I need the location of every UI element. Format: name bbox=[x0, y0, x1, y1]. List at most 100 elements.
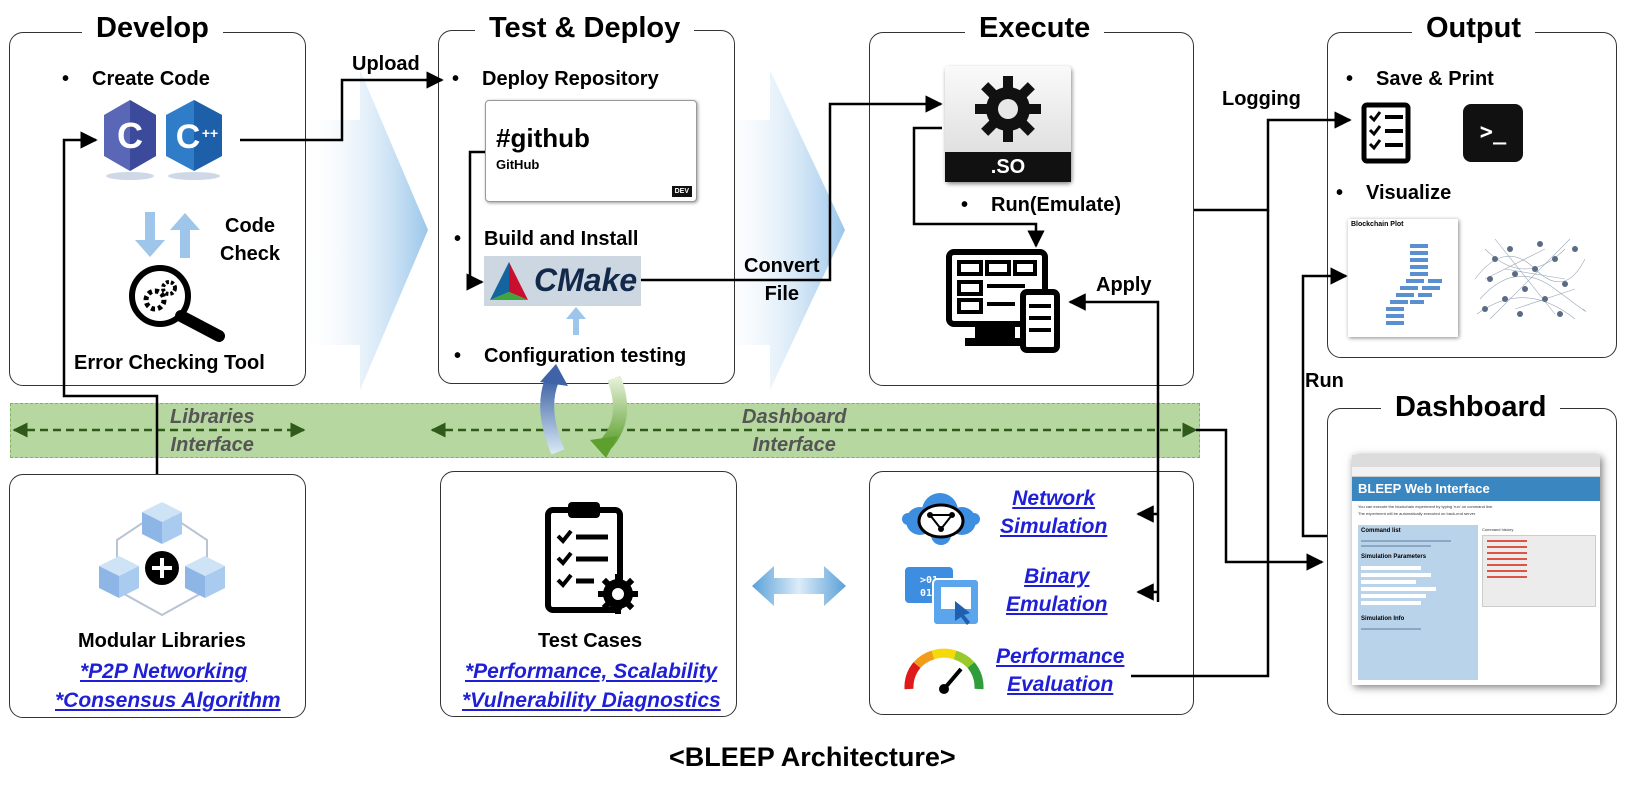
run-label: Run bbox=[1305, 370, 1344, 392]
libraries-to-code-line bbox=[62, 131, 159, 474]
network-cloud-icon bbox=[902, 493, 980, 545]
github-to-cmake-line bbox=[466, 150, 485, 291]
flow-arrow-develop-to-deploy bbox=[300, 70, 428, 390]
web-interface-screenshot: BLEEP Web Interface You can execute the … bbox=[1352, 455, 1600, 685]
logging-label: Logging bbox=[1222, 88, 1301, 110]
network-graph-thumbnail bbox=[1465, 219, 1591, 337]
web-line bbox=[1361, 540, 1451, 542]
convert-file-label: Convert File bbox=[744, 255, 820, 305]
svg-text:C: C bbox=[176, 118, 201, 156]
test-up-arrowhead bbox=[540, 364, 568, 386]
performance-gauge-icon bbox=[904, 648, 984, 694]
bidirectional-arrow bbox=[752, 566, 846, 606]
error-checking-magnifier-icon bbox=[129, 265, 225, 342]
config-up-arrow bbox=[566, 307, 586, 335]
web-sim-params: Simulation Parameters bbox=[1361, 554, 1427, 560]
build-install-label: Build and Install bbox=[454, 228, 639, 251]
cmake-logo: CMake bbox=[484, 256, 641, 306]
code-check-arrows bbox=[135, 212, 200, 258]
dashboard-title: Dashboard bbox=[1381, 391, 1561, 424]
web-title: BLEEP Web Interface bbox=[1352, 477, 1600, 501]
web-sim-info: Simulation Info bbox=[1361, 616, 1405, 622]
consensus-algorithm-link[interactable]: *Consensus Algorithm bbox=[55, 689, 281, 712]
computer-monitor-icon bbox=[946, 249, 1060, 353]
web-field bbox=[1361, 594, 1426, 598]
gear-icon bbox=[975, 76, 1041, 142]
run-line bbox=[1301, 267, 1348, 538]
error-checking-tool-label: Error Checking Tool bbox=[74, 352, 265, 374]
figure-caption: <BLEEP Architecture> bbox=[669, 742, 956, 772]
visualize-label: Visualize bbox=[1336, 182, 1451, 205]
test-deploy-title: Test & Deploy bbox=[475, 12, 695, 45]
browser-tab-bar bbox=[1352, 455, 1600, 467]
web-command-list: Command list bbox=[1361, 528, 1401, 534]
test-up-arrow bbox=[540, 377, 565, 455]
performance-to-output-line bbox=[1131, 210, 1270, 678]
web-field bbox=[1361, 566, 1421, 570]
interface-to-dashboard-line bbox=[1196, 428, 1324, 571]
apply-label: Apply bbox=[1096, 274, 1152, 296]
web-history-row bbox=[1487, 558, 1527, 560]
develop-title: Develop bbox=[82, 12, 223, 45]
web-history-row bbox=[1487, 540, 1527, 542]
run-emulate-line bbox=[912, 126, 1045, 248]
checklist-icon bbox=[1361, 102, 1411, 164]
upload-line bbox=[240, 71, 444, 142]
dev-badge: DEV bbox=[671, 186, 692, 197]
network-simulation-link[interactable]: Network Simulation bbox=[1000, 487, 1108, 538]
web-history-row bbox=[1487, 546, 1527, 548]
web-field bbox=[1361, 573, 1431, 577]
convert-file-line bbox=[641, 95, 943, 282]
develop-panel bbox=[9, 32, 306, 386]
so-file-icon: .SO bbox=[945, 66, 1071, 182]
cmake-triangle-icon bbox=[490, 262, 528, 300]
deploy-repository-label: Deploy Repository bbox=[452, 68, 659, 91]
blockchain-plot-marks bbox=[1386, 244, 1442, 325]
cpp-language-icon: C ++ bbox=[166, 100, 222, 180]
vulnerability-diagnostics-link[interactable]: *Vulnerability Diagnostics bbox=[462, 689, 721, 712]
run-emulate-label: Run(Emulate) bbox=[961, 194, 1121, 217]
performance-evaluation-link[interactable]: Performance Evaluation bbox=[996, 645, 1125, 696]
github-tag: #github bbox=[496, 123, 590, 153]
output-title: Output bbox=[1412, 12, 1536, 45]
web-intro: You can execute the blockchain experimen… bbox=[1358, 504, 1494, 509]
plot-title: Blockchain Plot bbox=[1351, 221, 1404, 228]
binary-emulation-link[interactable]: Binary Emulation bbox=[1006, 565, 1108, 616]
binary-emulation-icon: >01 010 bbox=[905, 567, 980, 626]
cmake-text: CMake bbox=[534, 262, 638, 298]
browser-address-bar bbox=[1352, 467, 1600, 477]
test-cases-clipboard-icon bbox=[545, 502, 638, 614]
web-field bbox=[1361, 587, 1436, 591]
save-print-label: Save & Print bbox=[1346, 68, 1494, 91]
configuration-testing-label: Configuration testing bbox=[454, 345, 686, 368]
apply-line bbox=[1068, 293, 1160, 602]
web-history-row bbox=[1487, 570, 1527, 572]
web-history-row bbox=[1487, 564, 1527, 566]
web-history-row bbox=[1487, 552, 1527, 554]
logging-line bbox=[1194, 111, 1352, 212]
web-line bbox=[1361, 628, 1421, 630]
modular-libraries-cubes-icon bbox=[99, 502, 225, 617]
web-field bbox=[1361, 580, 1416, 584]
test-cases-title: Test Cases bbox=[538, 630, 643, 652]
github-card: #github GitHub DEV bbox=[485, 100, 697, 202]
web-command-history: Command history bbox=[1482, 527, 1514, 532]
web-history-panel bbox=[1482, 535, 1596, 607]
web-history-row bbox=[1487, 576, 1527, 578]
test-down-arrow bbox=[598, 375, 627, 451]
web-intro2: The experiment will be automatically exe… bbox=[1358, 511, 1477, 516]
c-language-icon: C bbox=[104, 100, 156, 180]
upload-label: Upload bbox=[352, 53, 420, 75]
blockchain-plot-thumbnail: Blockchain Plot bbox=[1348, 219, 1458, 337]
svg-text:010: 010 bbox=[920, 588, 938, 599]
execute-title: Execute bbox=[965, 12, 1105, 45]
test-down-arrowhead bbox=[590, 436, 618, 458]
web-line bbox=[1361, 545, 1431, 547]
create-code-label: Create Code bbox=[62, 68, 210, 91]
p2p-networking-link[interactable]: *P2P Networking bbox=[80, 660, 248, 683]
performance-scalability-link[interactable]: *Performance, Scalability bbox=[465, 660, 718, 683]
svg-text:C: C bbox=[117, 115, 143, 156]
web-field bbox=[1361, 601, 1421, 605]
so-label: .SO bbox=[945, 152, 1071, 182]
